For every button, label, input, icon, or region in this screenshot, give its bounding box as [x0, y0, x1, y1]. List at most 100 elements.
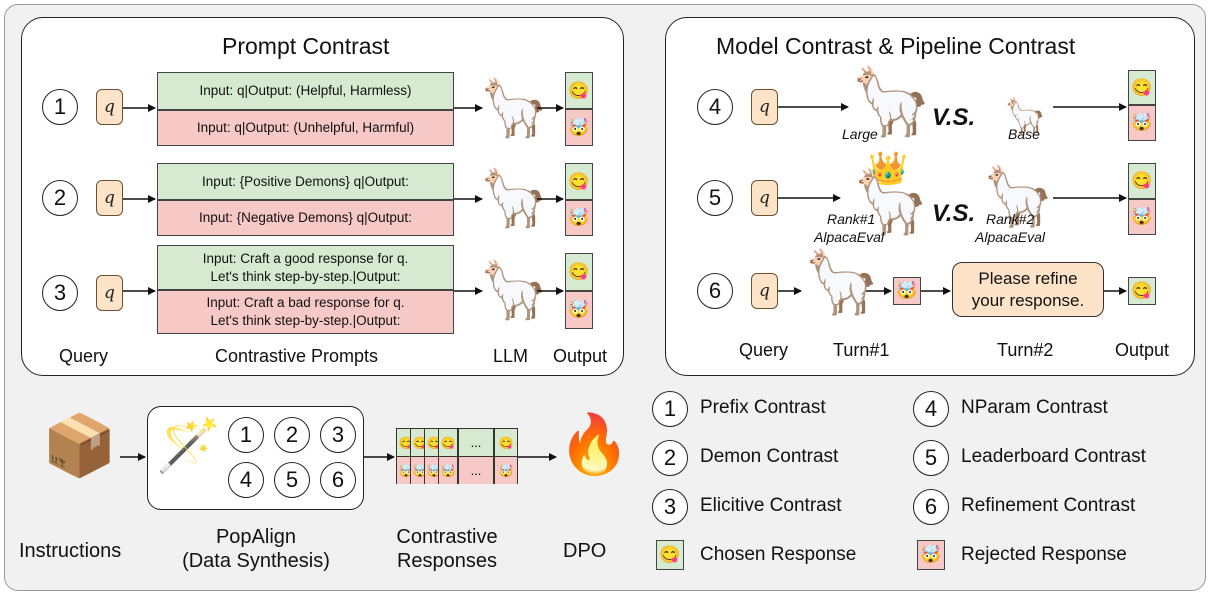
- base-model-label: Base: [1008, 126, 1040, 142]
- rejected-output-icon: 🤯: [565, 109, 593, 146]
- large-llama-icon: 🦙: [850, 64, 933, 138]
- popalign-number-6: 6: [320, 462, 356, 498]
- instructions-box-icon: 📦: [42, 412, 117, 479]
- ellipsis-bottom: ...: [459, 457, 493, 484]
- row-3-positive-line-2: Let's think step-by-step.|Output:: [210, 268, 401, 284]
- turn-1-rejected-icon: 🤯: [893, 277, 921, 305]
- row-2-number: 2: [42, 180, 78, 216]
- legend-chosen-response: Chosen Response: [700, 544, 857, 565]
- row-4-query: q: [751, 89, 778, 125]
- popalign-number-3: 3: [320, 417, 356, 453]
- fire-icon: 🔥: [558, 412, 631, 477]
- rank-1-label: Rank#1: [827, 211, 876, 227]
- legend-number-5: 5: [913, 440, 949, 476]
- legend-chosen-icon: 😋: [656, 540, 684, 570]
- response-pair-last: 😋🤯: [494, 428, 518, 484]
- row-1-number: 1: [42, 89, 78, 125]
- turn-1-llama-icon: 🦙: [803, 248, 881, 317]
- rank-2-label: Rank#2: [986, 211, 1035, 227]
- versus-label: V.S.: [932, 200, 976, 227]
- query-column-label: Query: [739, 340, 789, 360]
- legend-elicitive-contrast: Elicitive Contrast: [700, 495, 842, 516]
- popalign-title: PopAlign: [215, 526, 297, 548]
- response-pair-4: 😋🤯: [438, 428, 458, 484]
- popalign-number-1: 1: [228, 417, 264, 453]
- chosen-icon: 😋: [439, 429, 457, 457]
- chosen-output-icon: 😋: [1128, 70, 1156, 105]
- row-3-negative-line-2: Let's think step-by-step.|Output:: [210, 313, 401, 328]
- model-pipeline-contrast-title: Model Contrast & Pipeline Contrast: [716, 33, 1076, 59]
- prompt-contrast-title: Prompt Contrast: [222, 33, 390, 59]
- chosen-output-icon: 😋: [565, 163, 593, 200]
- popalign-number-2: 2: [274, 417, 310, 453]
- row-3-positive-line-1: Input: Craft a good response for q.: [202, 250, 409, 266]
- chosen-icon: 😋: [495, 429, 517, 457]
- row-2-positive-prompt: Input: {Positive Demons} q|Output:: [157, 163, 454, 200]
- row-3-number: 3: [42, 275, 78, 311]
- chosen-output-icon: 😋: [565, 253, 593, 291]
- legend-demon-contrast: Demon Contrast: [700, 446, 839, 467]
- row-6-query: q: [751, 273, 778, 309]
- rejected-output-icon: 🤯: [565, 291, 593, 329]
- refine-prompt-box: Please refine your response.: [952, 262, 1104, 317]
- row-3-negative-prompt: Input: Craft a bad response for q. Let's…: [157, 290, 454, 334]
- large-model-label: Large: [842, 126, 878, 142]
- rank-2-llama-icon: 🦙: [982, 164, 1055, 229]
- row-5-query: q: [751, 180, 778, 216]
- popalign-subtitle: (Data Synthesis): [182, 550, 330, 572]
- chosen-output-icon: 😋: [565, 72, 593, 109]
- dpo-label: DPO: [563, 540, 607, 562]
- ellipsis-top: ...: [459, 429, 493, 457]
- contrastive-responses-line-1: Contrastive: [396, 526, 498, 548]
- legend-rejected-response: Rejected Response: [961, 544, 1127, 565]
- contrastive-responses-line-2: Responses: [396, 550, 498, 572]
- legend-leaderboard-contrast: Leaderboard Contrast: [961, 446, 1146, 467]
- legend-number-6: 6: [913, 489, 949, 525]
- legend-nparam-contrast: NParam Contrast: [961, 397, 1108, 418]
- legend-number-3: 3: [652, 489, 688, 525]
- rejected-icon: 🤯: [439, 457, 457, 484]
- turn-2-label: Turn#2: [997, 340, 1054, 360]
- row-1-positive-prompt: Input: q|Output: (Helpful, Harmless): [157, 72, 454, 110]
- refine-line-1: Please refine: [978, 268, 1078, 288]
- row-5-number: 5: [697, 180, 733, 216]
- rank-2-leaderboard-label: AlpacaEval: [975, 229, 1046, 245]
- row-3-positive-prompt: Input: Craft a good response for q. Let'…: [157, 245, 454, 290]
- row-2-query: q: [96, 180, 123, 216]
- instructions-label: Instructions: [19, 540, 122, 562]
- versus-label: V.S.: [932, 104, 976, 131]
- legend-refinement-contrast: Refinement Contrast: [961, 495, 1136, 516]
- rejected-output-icon: 🤯: [1128, 105, 1156, 141]
- row-3-query: q: [96, 275, 123, 311]
- row-4-number: 4: [697, 89, 733, 125]
- turn-1-label: Turn#1: [833, 340, 890, 360]
- response-ellipsis: ... ...: [458, 428, 494, 484]
- legend-number-4: 4: [913, 391, 949, 427]
- base-llama-icon: 🦙: [1004, 97, 1047, 135]
- llm-column-label: LLM: [493, 346, 529, 366]
- output-column-label: Output: [1115, 340, 1170, 360]
- popalign-number-4: 4: [228, 462, 264, 498]
- row-1-negative-prompt: Input: q|Output: (Unhelpful, Harmful): [157, 110, 454, 146]
- rank-1-leaderboard-label: AlpacaEval: [814, 229, 885, 245]
- rejected-output-icon: 🤯: [565, 200, 593, 236]
- turn-2-chosen-icon: 😋: [1128, 277, 1156, 305]
- output-column-label: Output: [553, 346, 608, 366]
- row-3-negative-line-1: Input: Craft a bad response for q.: [206, 295, 405, 310]
- row-1-query: q: [96, 89, 123, 125]
- popalign-label: PopAlign (Data Synthesis): [171, 525, 341, 573]
- legend-rejected-icon: 🤯: [917, 540, 945, 570]
- legend-prefix-contrast: Prefix Contrast: [700, 397, 826, 418]
- row-2-negative-prompt: Input: {Negative Demons} q|Output:: [157, 200, 454, 236]
- legend-number-1: 1: [652, 391, 688, 427]
- llama-icon: 🦙: [479, 166, 549, 229]
- magic-wand-icon: 🪄: [156, 417, 221, 475]
- refine-line-2: your response.: [971, 290, 1085, 310]
- rejected-icon: 🤯: [495, 457, 517, 484]
- model-pipeline-contrast-panel: [665, 17, 1195, 376]
- rejected-output-icon: 🤯: [1128, 199, 1156, 235]
- llama-icon: 🦙: [479, 258, 549, 321]
- query-column-label: Query: [59, 346, 109, 366]
- contrastive-prompts-label: Contrastive Prompts: [215, 346, 379, 366]
